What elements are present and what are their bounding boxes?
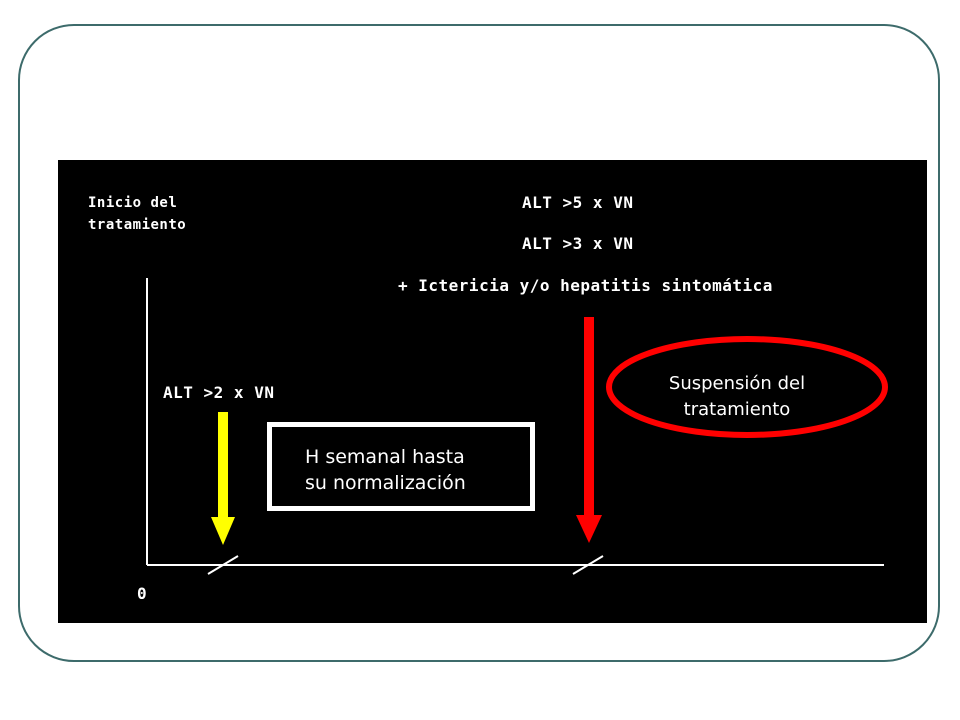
treatment-start-line-2: tratamiento	[88, 217, 187, 233]
alt2-label: ALT >2 x VN	[163, 383, 275, 402]
yellow-arrow-head	[211, 517, 235, 545]
weekly-monitoring-box: H semanal hasta su normalización	[267, 422, 535, 511]
suspension-oval	[606, 336, 888, 438]
box-line-2: su normalización	[305, 472, 466, 494]
red-arrow-shaft	[584, 317, 594, 517]
alt3-label: ALT >3 x VN	[522, 234, 634, 253]
origin-label: 0	[137, 584, 148, 603]
axis-break-right	[572, 555, 604, 575]
box-line-1: H semanal hasta	[305, 446, 465, 468]
slide-frame	[18, 24, 940, 662]
treatment-start-label: Inicio del tratamiento	[88, 192, 186, 236]
icterus-label: + Ictericia y/o hepatitis sintomática	[398, 276, 773, 295]
alt5-label: ALT >5 x VN	[522, 193, 634, 212]
yellow-arrow-shaft	[218, 412, 228, 519]
axis-break-left	[207, 555, 239, 575]
diagram-graphics	[146, 278, 888, 575]
suspension-text: Suspensión del tratamiento	[622, 371, 852, 423]
suspension-line-1: Suspensión del	[668, 373, 806, 394]
suspension-line-2: tratamiento	[683, 399, 791, 420]
treatment-start-line-1: Inicio del	[88, 195, 178, 211]
red-arrow-head	[576, 515, 602, 543]
diagram-panel: Inicio del tratamiento ALT >5 x VN ALT >…	[58, 160, 927, 623]
